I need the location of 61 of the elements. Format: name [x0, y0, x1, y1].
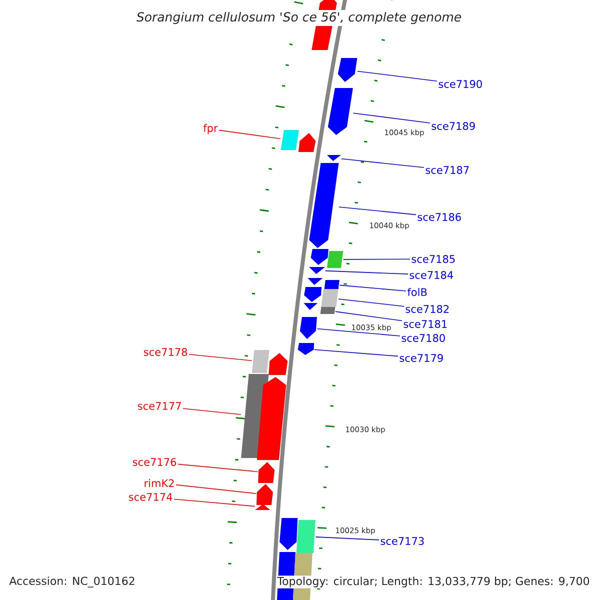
gene-label: sce7177	[138, 402, 181, 410]
gene-box	[321, 289, 338, 307]
gene-block	[308, 278, 323, 285]
leader-line	[338, 206, 416, 216]
gene-block	[328, 88, 353, 135]
gene-block	[280, 518, 298, 550]
leader-line	[324, 270, 408, 274]
gene-box	[326, 251, 344, 268]
leader-line	[339, 284, 406, 292]
leader-line	[338, 298, 404, 307]
gene-label: sce7184	[410, 271, 454, 279]
gene-label: sce7178	[144, 348, 188, 356]
leader-line	[314, 349, 398, 357]
gene-block	[310, 249, 328, 265]
gene-label: sce7187	[426, 166, 469, 174]
gene-block	[338, 58, 358, 82]
gene-box	[320, 307, 336, 314]
gene-box	[252, 350, 270, 373]
leader-line	[218, 130, 281, 140]
gene-label: sce7174	[128, 493, 172, 501]
gene-block	[309, 267, 326, 274]
gene-block	[298, 343, 314, 355]
gene-block	[258, 462, 275, 483]
leader-line	[352, 112, 430, 124]
gene-block	[326, 155, 341, 161]
leader-line	[316, 328, 400, 336]
gene-box	[324, 280, 340, 289]
gene-label: sce7181	[404, 320, 447, 328]
gene-label: folB	[407, 288, 427, 296]
gene-label: sce7189	[432, 122, 475, 130]
gene-label: sce7190	[438, 80, 482, 88]
leader-line	[334, 311, 402, 322]
gene-label: sce7180	[402, 334, 445, 342]
leader-line	[178, 464, 258, 472]
leader-line	[188, 354, 252, 362]
gene-label: sce7182	[406, 305, 449, 313]
leader-line	[340, 158, 424, 168]
info-text: Accession: NC_010162	[8, 576, 136, 588]
gene-block	[256, 377, 286, 460]
gene-label: sce7185	[412, 255, 455, 263]
gene-label: sce7179	[400, 354, 443, 362]
gene-block	[300, 317, 317, 339]
gene-label: rimK2	[144, 479, 174, 487]
gene-block	[304, 303, 318, 310]
leader-line	[342, 258, 410, 260]
info-text: Topology: circular; Length: 13,033,779 bp; Genes: 9,700	[276, 576, 591, 588]
gene-block	[268, 353, 288, 375]
gene-block	[298, 133, 316, 152]
gene-box	[296, 520, 316, 553]
leader-line	[357, 70, 438, 82]
leader-line	[176, 484, 257, 494]
gene-box	[280, 130, 299, 150]
gene-label: sce7176	[132, 458, 176, 466]
leader-line	[315, 536, 380, 540]
gene-label: fpr	[203, 124, 218, 134]
gene-label: sce7173	[380, 537, 424, 545]
gene-label: sce7186	[418, 213, 461, 221]
leader-line	[182, 408, 242, 415]
gene-block	[255, 504, 270, 510]
title: Sorangium cellulosum 'So ce 56', complete genome	[134, 10, 464, 26]
leader-line	[174, 498, 256, 507]
